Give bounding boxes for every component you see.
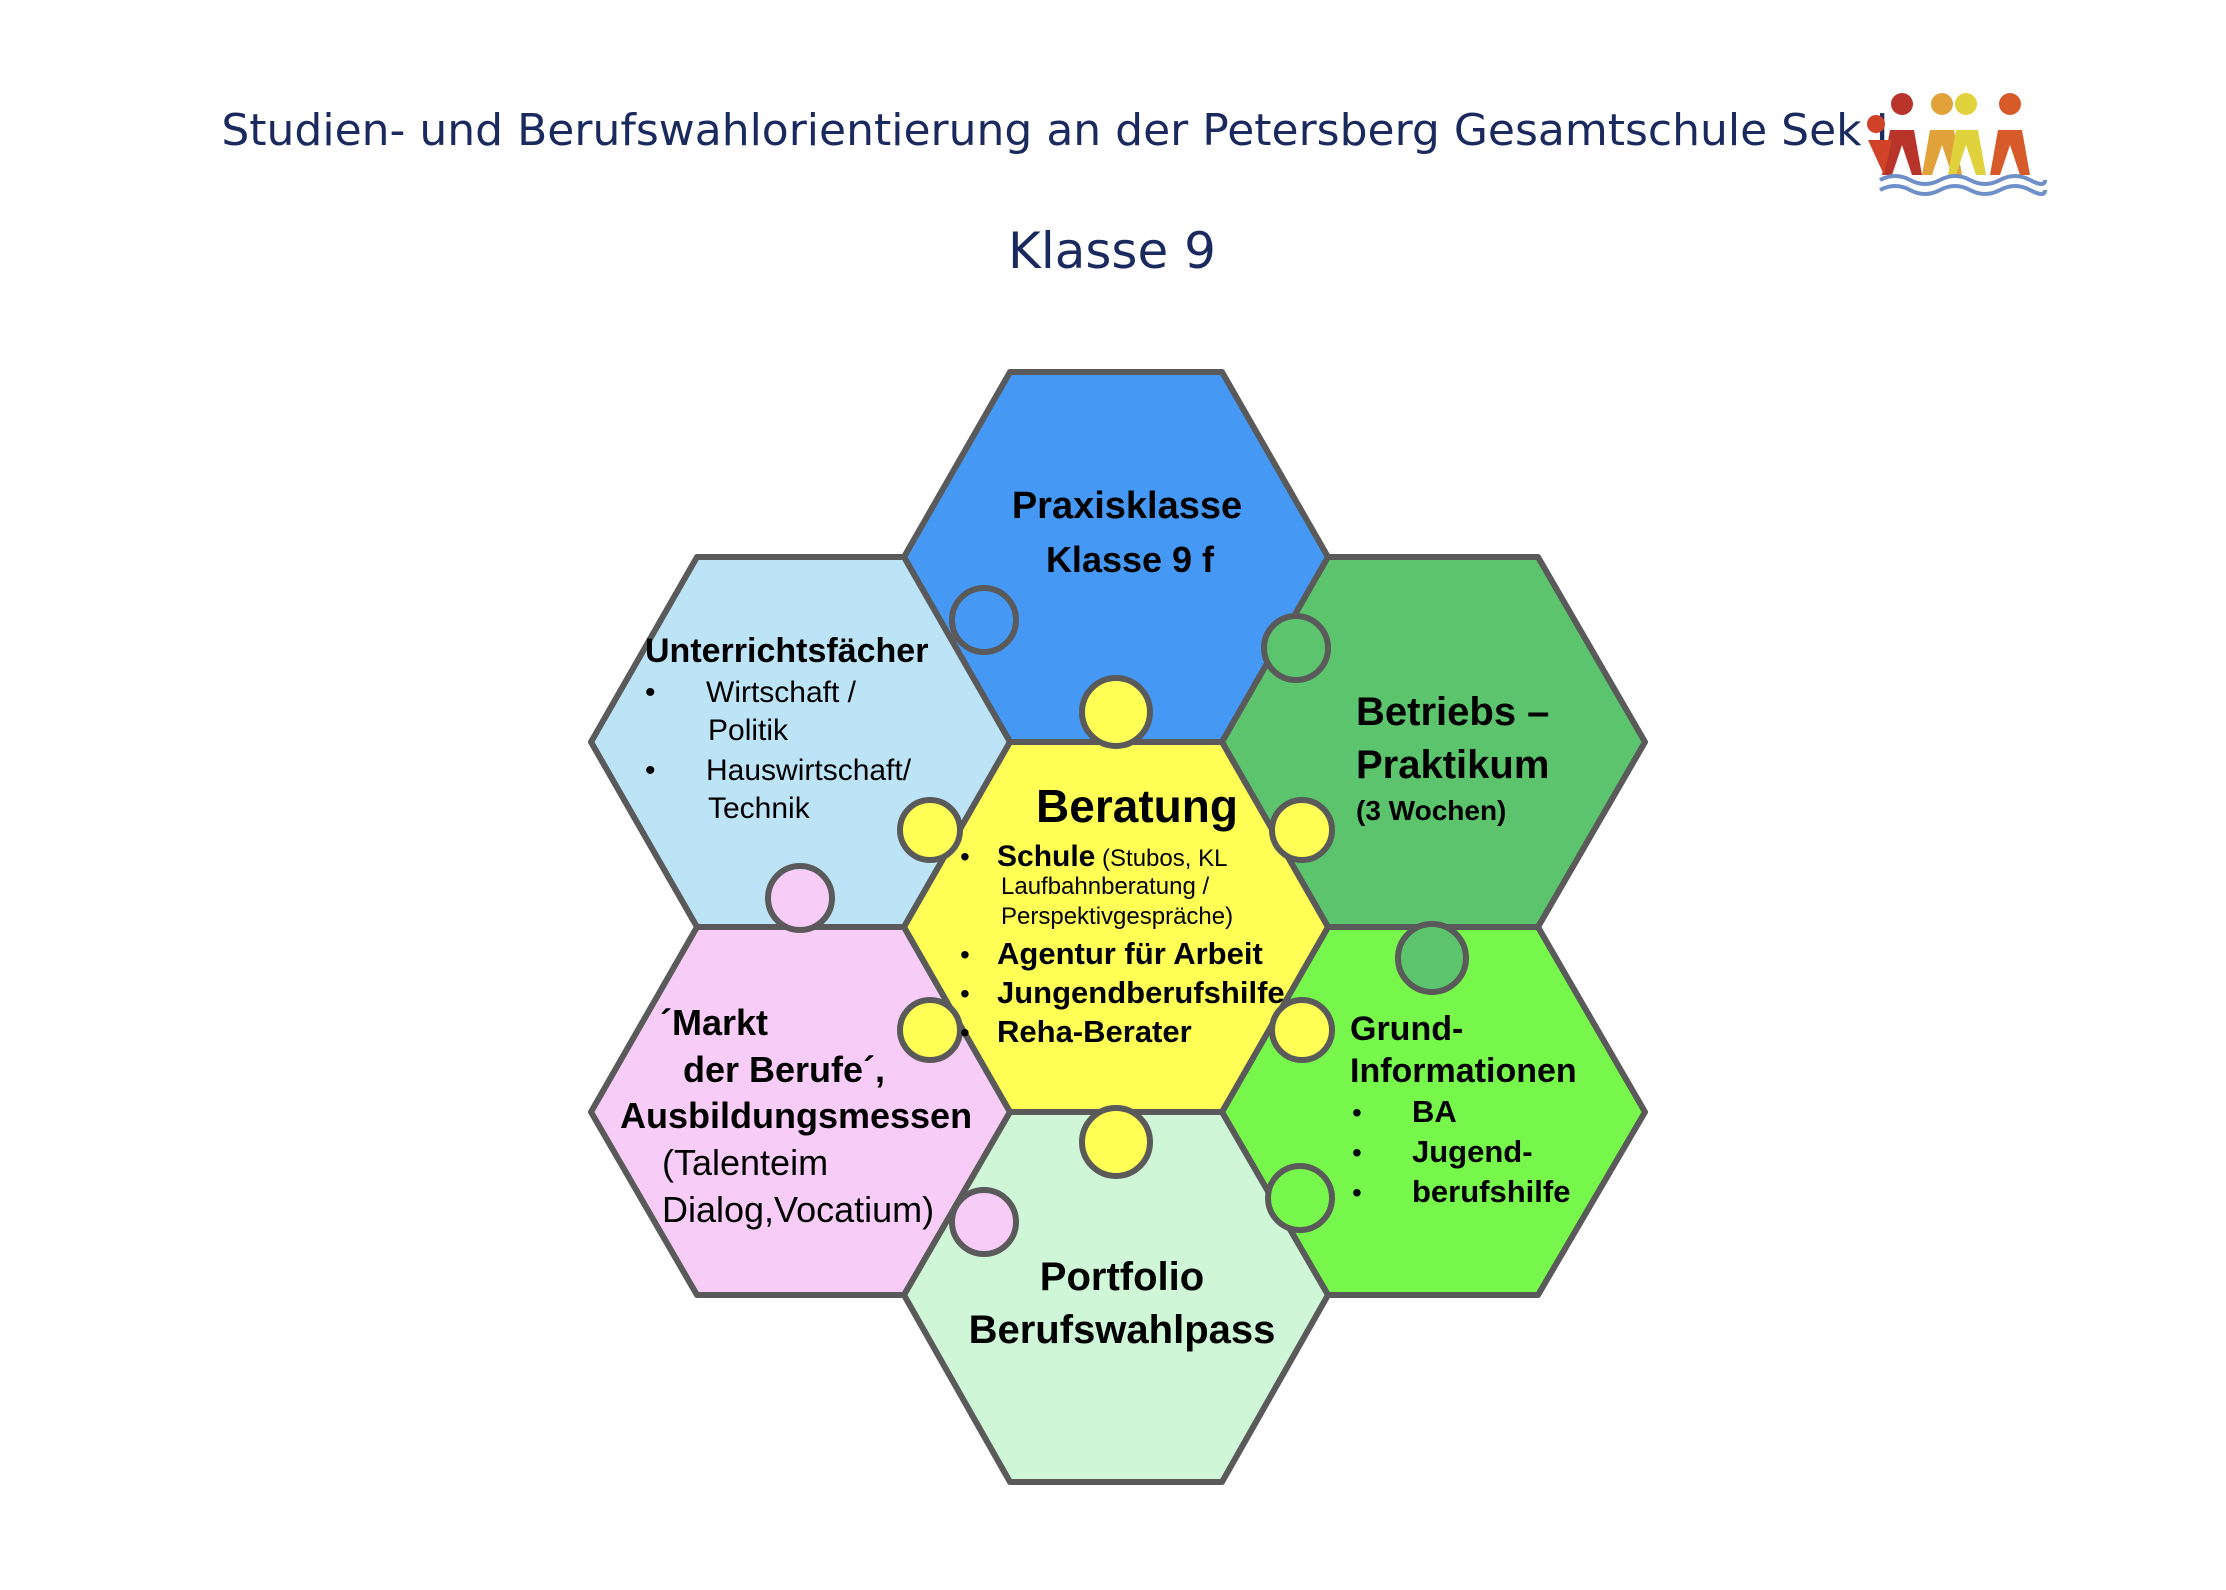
betriebs-label: Betriebs –	[1356, 690, 1549, 734]
bullet-glyph: •	[960, 841, 970, 872]
logo-wave	[1879, 184, 2047, 196]
center-item-schule-detail: Laufbahnberatung /	[1001, 873, 1210, 900]
bullet-glyph: •	[645, 754, 656, 787]
berufswahlpass-label: Berufswahlpass	[969, 1308, 1276, 1352]
portfolio-label: Portfolio	[1040, 1255, 1204, 1299]
markt-label: ´Markt	[660, 1002, 768, 1043]
knob-bottomright-left	[1265, 1163, 1335, 1233]
der-berufe-label: der Berufe´,	[683, 1049, 885, 1090]
knob-center-left-upper	[897, 797, 963, 863]
knob-bottomleft-right	[949, 1187, 1019, 1257]
center-item-agentur: Agentur für Arbeit	[997, 936, 1263, 971]
knob-bottomleft-top	[765, 863, 835, 933]
bullet-glyph: •	[1352, 1097, 1362, 1128]
praxisklasse-label: Praxisklasse	[1012, 485, 1242, 527]
knob-top-left	[949, 585, 1019, 655]
knob-topright-bottom	[1395, 921, 1469, 995]
info-item-berufshilfe: berufshilfe	[1412, 1174, 1570, 1209]
knob-center-left-lower	[897, 997, 963, 1063]
bullet-glyph: •	[960, 978, 970, 1009]
bullet-glyph: •	[960, 939, 970, 970]
knob-center-top	[1079, 675, 1153, 749]
center-item-schule: Schule (Stubos, KL	[997, 840, 1227, 873]
school-logo	[1867, 93, 2047, 196]
bullet-glyph: •	[645, 676, 656, 709]
unterrichtsfaecher-title: Unterrichtsfächer	[645, 632, 928, 670]
center-item-schule-detail: Perspektivgespräche)	[1001, 903, 1233, 930]
ausbildungsmessen-label: Ausbildungsmessen	[620, 1095, 972, 1136]
klasse-9f-label: Klasse 9 f	[1046, 539, 1215, 580]
info-item-ba: BA	[1412, 1094, 1457, 1129]
piece-beratung	[901, 739, 1331, 1115]
praktikum-duration-label: (3 Wochen)	[1356, 795, 1506, 826]
logo-wave	[1879, 174, 2047, 186]
knob-center-right-lower	[1269, 997, 1335, 1063]
logo-figure-1	[1882, 93, 1922, 175]
page-subtitle: Klasse 9	[1008, 222, 1216, 280]
talenteim-label: (Talenteim	[662, 1142, 828, 1183]
page-title: Studien- und Berufswahlorientierung an d…	[221, 105, 1888, 156]
grund-label: Grund-	[1350, 1010, 1463, 1048]
bullet-glyph: •	[960, 1017, 970, 1048]
beratung-title: Beratung	[1036, 780, 1238, 832]
subject-item: Politik	[708, 714, 789, 747]
subject-item: Wirtschaft /	[706, 676, 857, 709]
knob-topright-left	[1261, 613, 1331, 683]
bullet-glyph: •	[1352, 1137, 1362, 1168]
vocatium-label: Dialog,Vocatium)	[662, 1189, 934, 1230]
subject-item: Technik	[708, 792, 811, 825]
informationen-label: Informationen	[1350, 1052, 1577, 1090]
knob-center-bottom	[1079, 1105, 1153, 1179]
logo-figure-3	[1948, 93, 1986, 175]
center-item-reha: Reha-Berater	[997, 1014, 1192, 1049]
knob-center-right-upper	[1269, 797, 1335, 863]
praktikum-label: Praktikum	[1356, 743, 1549, 787]
subject-item: Hauswirtschaft/	[706, 754, 912, 787]
center-item-jugendberufshilfe: Jungendberufshilfe	[997, 975, 1285, 1010]
logo-figure-4	[1990, 93, 2030, 175]
info-item-jugend: Jugend-	[1412, 1134, 1533, 1169]
bullet-glyph: •	[1352, 1177, 1362, 1208]
logo-figure-5	[1867, 115, 1892, 175]
